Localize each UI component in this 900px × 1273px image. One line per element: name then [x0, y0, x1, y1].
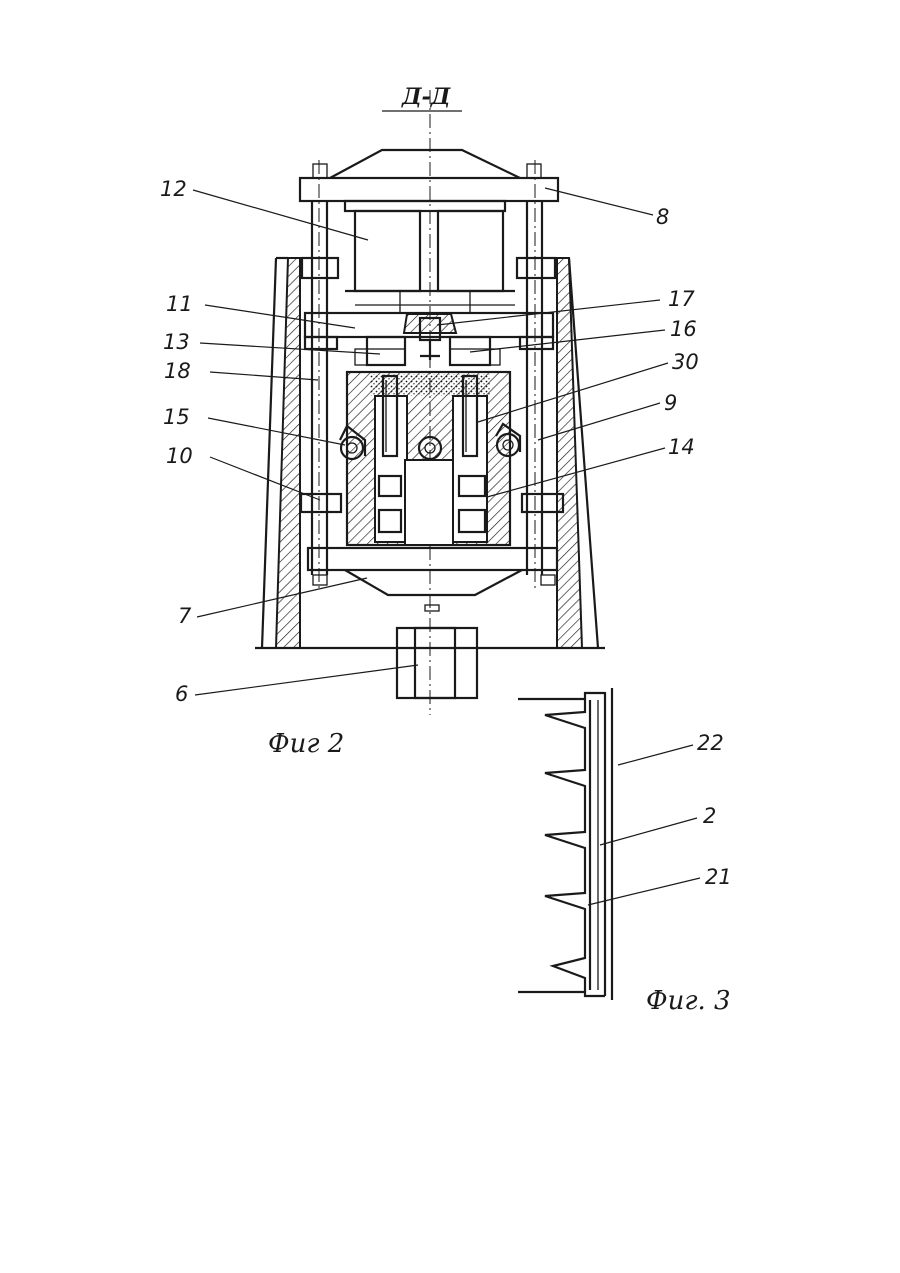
lower-bushing-left: [301, 494, 341, 512]
leader-10: [210, 457, 320, 500]
leader-15: [208, 418, 345, 445]
label-12: 12: [160, 177, 187, 201]
label-13: 13: [163, 330, 190, 354]
label-30: 30: [672, 350, 699, 374]
top-dome: [330, 150, 520, 178]
label-14: 14: [668, 435, 695, 459]
label-7: 7: [178, 604, 192, 628]
lower-cylinder: [397, 628, 477, 698]
label-18: 18: [164, 359, 191, 383]
bolt-nut: [541, 575, 555, 585]
top-plate: [300, 178, 558, 201]
upper-bushing-right: [517, 258, 555, 278]
label-8: 8: [656, 205, 669, 229]
label-10: 10: [166, 444, 193, 468]
leader-2: [600, 818, 697, 845]
figure-3: 22 2 21 Фиг. 3: [518, 688, 732, 1016]
frame-outer-left: [262, 258, 276, 648]
pressure-block-left-base: [355, 349, 405, 365]
cylinder-right: [438, 211, 503, 291]
label-16: 16: [670, 317, 697, 341]
pressure-block-left: [367, 337, 405, 365]
leader-12: [193, 190, 368, 240]
label-21: 21: [705, 865, 732, 889]
lower-cylinder-rod: [415, 628, 455, 698]
section-label: Д-Д: [401, 84, 451, 110]
label-15: 15: [163, 405, 190, 429]
frame-wall-right: [557, 258, 582, 648]
mold-plate-bottom: [518, 992, 605, 996]
mold-charge: [370, 374, 490, 396]
bottom-plate: [308, 548, 557, 570]
leader-8: [545, 188, 653, 215]
bolt-head: [527, 164, 541, 178]
figure-3-caption: Фиг. 3: [646, 986, 731, 1016]
label-17: 17: [668, 287, 695, 311]
leader-22: [618, 745, 693, 765]
leader-18: [210, 372, 318, 380]
serrated-teeth: [545, 700, 585, 992]
cylinder-flange: [345, 201, 505, 211]
mold-plate-top: [518, 693, 605, 699]
leader-11: [205, 305, 355, 328]
central-bore: [405, 460, 453, 545]
crosshead-block-left: [305, 337, 337, 349]
label-2: 2: [703, 804, 716, 828]
bolt-head: [313, 164, 327, 178]
upper-bushing-left: [302, 258, 338, 278]
figure-2-caption: Фиг 2: [268, 729, 344, 759]
cylinder-left: [355, 211, 420, 291]
leader-6: [195, 665, 418, 695]
label-9: 9: [664, 391, 677, 415]
figure-2: Д-Д: [160, 84, 699, 759]
label-22: 22: [697, 731, 724, 755]
bottom-dome: [345, 570, 522, 595]
bolt-nut: [313, 575, 327, 585]
coupling-disc: [425, 605, 439, 611]
label-6: 6: [175, 682, 188, 706]
label-11: 11: [166, 292, 193, 316]
